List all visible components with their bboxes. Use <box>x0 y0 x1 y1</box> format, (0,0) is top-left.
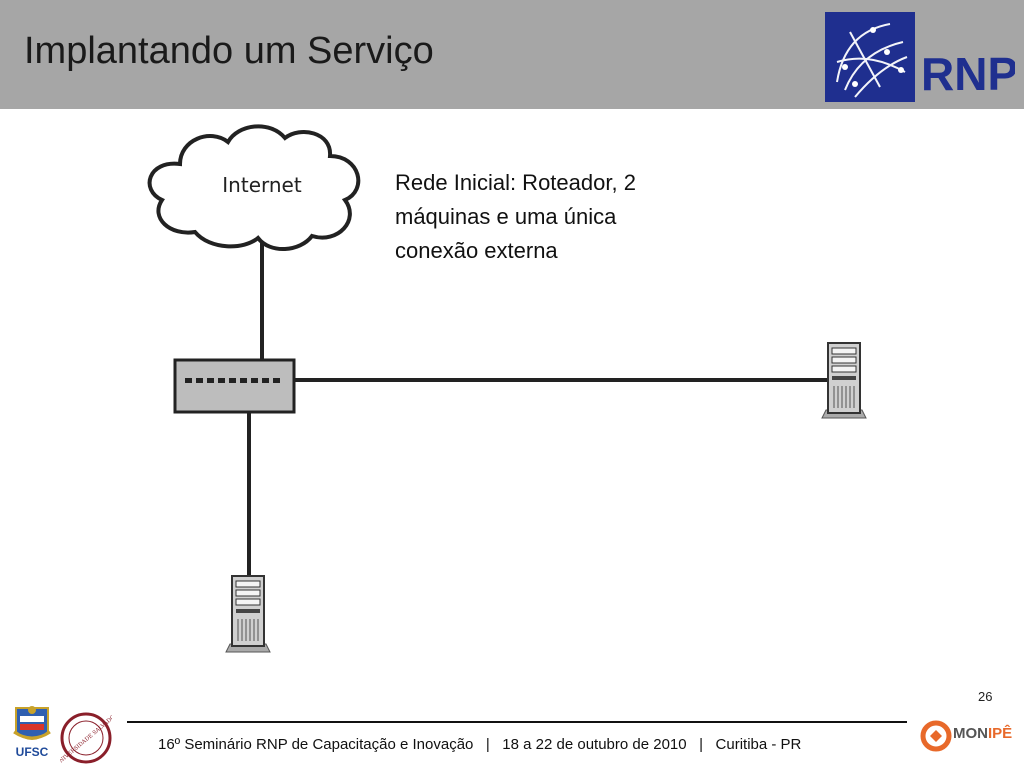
router-icon <box>173 358 296 414</box>
slide-title: Implantando um Serviço <box>24 30 434 72</box>
svg-text:MONIPÊ: MONIPÊ <box>953 724 1012 742</box>
server-right-icon <box>821 342 867 419</box>
slide-caption: Rede Inicial: Roteador, 2 máquinas e uma… <box>395 170 636 263</box>
monipe-ipe-text: IPÊ <box>988 724 1012 742</box>
page-number: 26 <box>978 689 993 704</box>
server-bottom-icon <box>225 575 271 653</box>
footer-text: 16º Seminário RNP de Capacitação e Inova… <box>158 736 802 753</box>
rnp-logo: RNP <box>825 12 1015 102</box>
footer-divider <box>127 721 907 723</box>
internet-cloud-icon: Internet <box>147 124 361 252</box>
ufsc-logo-text: UFSC <box>16 745 49 759</box>
rnp-logo-text: RNP <box>921 48 1015 100</box>
universidade-salvador-seal: UNIVERSIDADE SALVADOR <box>60 712 112 764</box>
cloud-label: Internet <box>222 173 302 197</box>
monipe-mon-text: MON <box>953 725 988 742</box>
monipe-logo: MONIPÊ <box>920 720 1012 752</box>
ufsc-logo: UFSC <box>13 706 51 759</box>
